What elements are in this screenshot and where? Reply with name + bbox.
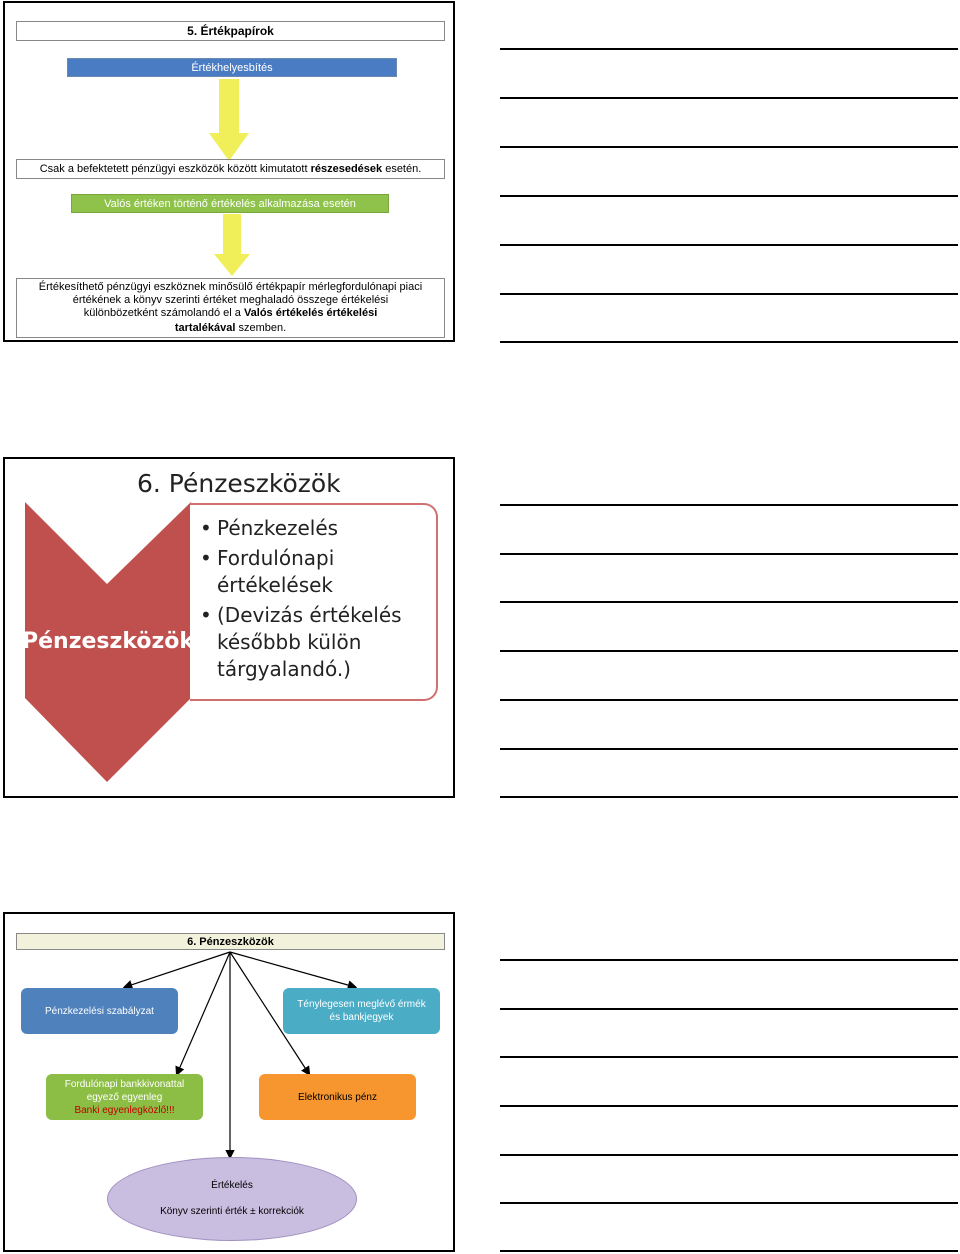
revaluation-bar: Értékhelyesbítés <box>67 58 397 77</box>
bullet-item: (Devizás értékelés későbbb külön tárgyal… <box>200 602 436 683</box>
notes-line <box>500 244 958 246</box>
notes-line <box>500 1154 958 1156</box>
down-arrow-icon <box>214 214 250 276</box>
slide-securities: 5. Értékpapírok Értékhelyesbítés Csak a … <box>3 1 455 342</box>
notes-line <box>500 293 958 295</box>
bullet-box: Pénzkezelés Fordulónapi értékelések (Dev… <box>190 503 438 701</box>
notes-line <box>500 341 958 343</box>
notes-line <box>500 959 958 961</box>
notes-line <box>500 1008 958 1010</box>
notes-line <box>500 1056 958 1058</box>
notes-line <box>500 553 958 555</box>
bullet-list: Pénzkezelés Fordulónapi értékelések (Dev… <box>200 515 436 683</box>
slide-title: 6. Pénzeszközök <box>16 933 445 950</box>
physical-cash-node: Ténylegesen meglévő érmék és bankjegyek <box>283 988 440 1034</box>
notes-line <box>500 146 958 148</box>
notes-line <box>500 650 958 652</box>
cash-policy-node: Pénzkezelési szabályzat <box>21 988 178 1034</box>
bullet-item: Fordulónapi értékelések <box>200 545 436 599</box>
shares-note: Csak a befektetett pénzügyi eszközök köz… <box>16 159 445 179</box>
fair-value-body: Értékesíthető pénzügyi eszköznek minősül… <box>16 278 445 338</box>
bullet-item: Pénzkezelés <box>200 515 436 542</box>
chevron-shape <box>25 502 191 782</box>
down-arrow-icon <box>209 79 249 161</box>
bank-balance-node: Fordulónapi bankkivonattal egyező egyenl… <box>46 1074 203 1120</box>
notes-line <box>500 1105 958 1107</box>
notes-line <box>500 1250 958 1252</box>
notes-line <box>500 748 958 750</box>
notes-line <box>500 699 958 701</box>
valuation-node: Értékelés Könyv szerinti érték ± korrekc… <box>107 1157 357 1241</box>
notes-line <box>500 1202 958 1204</box>
chevron-label: Pénzeszközök <box>21 628 195 654</box>
fair-value-bar: Valós értéken történő értékelés alkalmaz… <box>71 194 389 213</box>
notes-line <box>500 97 958 99</box>
notes-line <box>500 601 958 603</box>
slide-cash-diagram: 6. Pénzeszközök Pénzkezelési szabályzat … <box>3 912 455 1252</box>
slide-cash-equivalents: 6. Pénzeszközök Pénzeszközök Pénzkezelés… <box>3 457 455 798</box>
notes-line <box>500 48 958 50</box>
notes-line <box>500 796 958 798</box>
electronic-money-node: Elektronikus pénz <box>259 1074 416 1120</box>
connector-lines <box>122 951 358 1160</box>
notes-line <box>500 504 958 506</box>
slide-title: 6. Pénzeszközök <box>137 469 341 498</box>
slide-title: 5. Értékpapírok <box>16 21 445 41</box>
notes-line <box>500 195 958 197</box>
